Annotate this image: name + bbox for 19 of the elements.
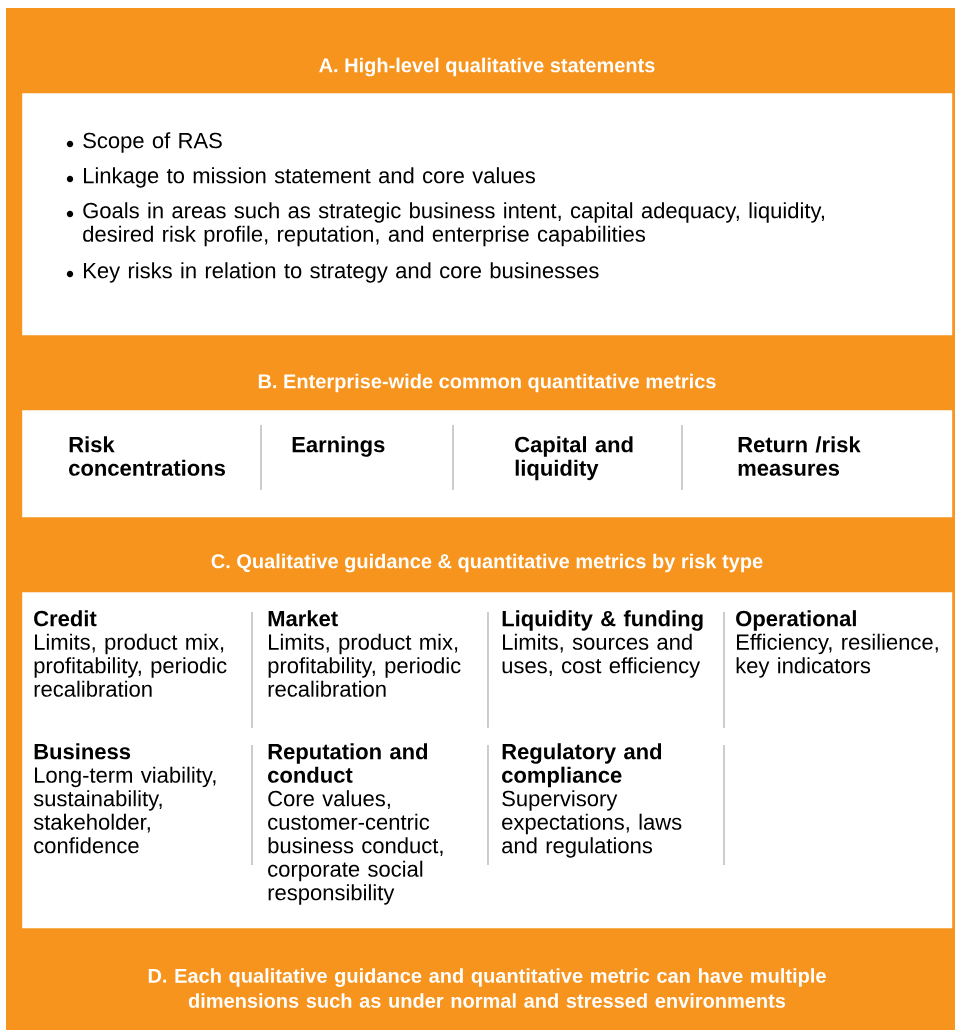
bullet-item: Scope of RAS	[83, 132, 222, 153]
risk-type-entry: Regulatory and compliance Supervisory expectations, laws and regulations	[502, 743, 682, 858]
footer-statement: D. Each qualitative guidance and quantitative metric can have multiple dimensions such as under normal and stressed environments	[148, 968, 826, 1008]
risk-type-entry: Credit Limits, product mix, profitability, periodic recalibration	[34, 610, 227, 697]
risk-type-entry: Operational Efficiency, resilience, key indicators	[736, 610, 938, 678]
metric-label: Capital and liquidity	[515, 436, 633, 481]
metric-label: Risk concentrations	[69, 436, 225, 476]
bullet-item: Key risks in relation to strategy and core businesses	[84, 262, 599, 283]
risk-type-entry: Business Long-term viability, sustainability, stakeholder, confidence	[33, 743, 216, 854]
bullet-item: Goals in areas such as strategic business intent, capital adequacy, liquidity, desired risk profile, reputation, and enterprise capabilities	[83, 202, 824, 247]
risk-type-entry: Market Limits, product mix, profitability, periodic recalibration	[268, 610, 461, 697]
section-heading: B. Enterprise-wide common quantitative metrics	[258, 373, 716, 393]
metric-label: Earnings	[292, 436, 385, 457]
section-heading: A. High-level qualitative statements	[319, 57, 655, 77]
bullet-item: Linkage to mission statement and core values	[84, 167, 535, 188]
risk-type-entry: Reputation and conduct Core values, customer-centric business conduct, corporate social responsibility	[268, 743, 443, 905]
risk-type-entry: Liquidity & funding Limits, sources and uses, cost efficiency	[502, 610, 703, 678]
section-heading: C. Qualitative guidance & quantitative metrics by risk type	[211, 553, 763, 573]
metric-label: Return /risk measures	[738, 436, 861, 476]
